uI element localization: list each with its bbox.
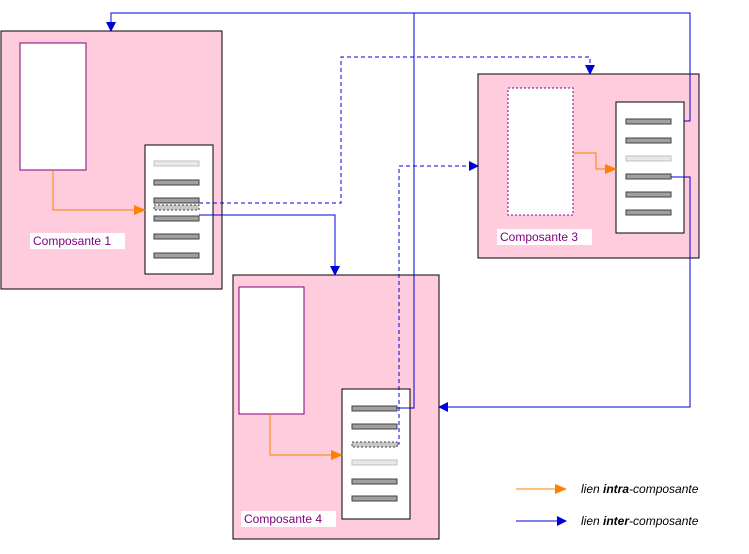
component-4-slot-1 bbox=[351, 405, 398, 412]
legend-inter-prefix: lien bbox=[581, 514, 603, 528]
inter-link-c3-to-c4 bbox=[438, 176, 691, 412]
component-1-slot-7 bbox=[153, 252, 200, 259]
component-1-slot-3 bbox=[153, 197, 200, 204]
intra-link-component-4 bbox=[269, 414, 343, 460]
component-1-label: Composante 1 bbox=[33, 234, 111, 248]
component-3: Composante 3 bbox=[477, 73, 700, 259]
component-4-slot-4 bbox=[351, 459, 398, 466]
component-1-slot-5 bbox=[153, 215, 200, 222]
inter-link-c1-to-c4 bbox=[199, 214, 340, 276]
component-3-slot-1 bbox=[625, 118, 672, 125]
component-1-label-bg bbox=[30, 233, 125, 249]
legend-inter-label: lien inter-composante bbox=[581, 514, 699, 528]
component-3-slot-6 bbox=[625, 209, 672, 216]
legend-inter-emph: inter bbox=[603, 514, 630, 528]
component-1-slot-1 bbox=[153, 160, 200, 167]
component-4: Composante 4 bbox=[232, 274, 440, 540]
inter-link-dashed-c4-to-c3 bbox=[397, 161, 479, 445]
component-4-slot-3-dotted bbox=[351, 441, 398, 448]
component-1-slot-4-dotted bbox=[153, 204, 200, 211]
legend-intra-label: lien intra-composante bbox=[581, 482, 699, 496]
component-1: Composante 1 bbox=[0, 30, 223, 290]
legend-intra-suffix: -composante bbox=[629, 482, 699, 496]
component-3-slot-3 bbox=[625, 155, 672, 162]
inter-link-dashed-c1-to-c3 bbox=[199, 56, 595, 204]
legend-intra-prefix: lien bbox=[581, 482, 603, 496]
component-4-module bbox=[238, 286, 305, 415]
component-1-slot-2 bbox=[153, 179, 200, 186]
component-4-slot-2 bbox=[351, 423, 398, 430]
inter-link-c3-to-c1 bbox=[106, 12, 691, 122]
component-1-slot-6 bbox=[153, 233, 200, 240]
legend-intra-emph: intra bbox=[603, 482, 629, 496]
intra-link-component-3 bbox=[573, 152, 617, 174]
component-4-slot-6 bbox=[351, 495, 398, 502]
component-1-module bbox=[19, 42, 87, 171]
legend-inter-suffix: -composante bbox=[629, 514, 699, 528]
component-3-label: Composante 3 bbox=[500, 230, 578, 244]
component-4-label: Composante 4 bbox=[244, 512, 322, 526]
component-3-label-bg bbox=[497, 229, 592, 245]
intra-link-component-1 bbox=[52, 170, 146, 215]
component-3-module-dotted bbox=[507, 87, 574, 216]
component-4-label-bg bbox=[241, 511, 336, 527]
component-4-slot-5 bbox=[351, 478, 398, 485]
component-3-slot-4 bbox=[625, 173, 672, 180]
component-3-slot-5 bbox=[625, 191, 672, 198]
legend: lien intra-composante lien inter-composa… bbox=[516, 482, 699, 528]
inter-link-c4-up bbox=[397, 13, 415, 409]
component-3-slot-2 bbox=[625, 137, 672, 144]
